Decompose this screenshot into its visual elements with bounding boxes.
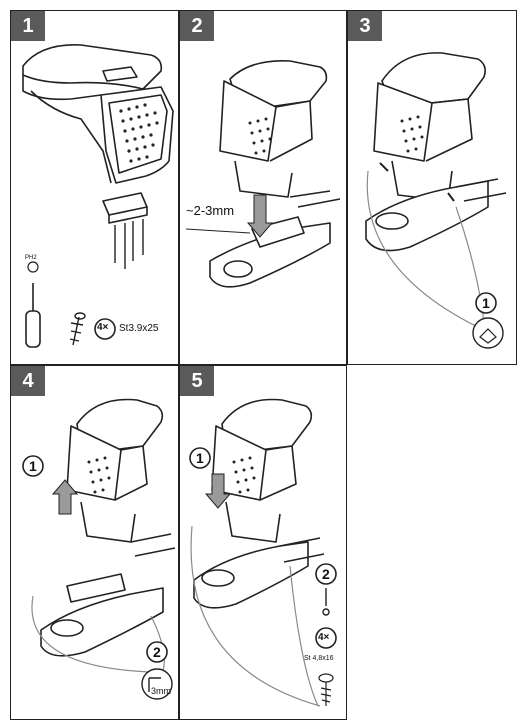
quantity-label: 4×: [318, 632, 330, 643]
step-2-panel: 2 ~2-3mm: [179, 10, 347, 365]
callout-2-label: 2: [322, 566, 330, 582]
screwdriver-tip-icon: [322, 588, 330, 616]
callout-1-circle: [475, 292, 497, 314]
callout-2-circle: [315, 563, 337, 585]
gap-label: 3mm: [151, 686, 171, 696]
clip-detail-circle: [472, 317, 504, 349]
callout-1-circle: [22, 455, 44, 477]
callout-1-label: 1: [196, 450, 204, 466]
step-2-badge: 2: [180, 11, 214, 41]
quantity-circle: [315, 627, 337, 649]
gap-pointer: [185, 228, 251, 234]
step-4-panel: 4 1 2 3mm: [10, 365, 179, 720]
armrest-exploded-illustration: [22, 44, 174, 348]
step-5-panel: 5: [179, 365, 347, 720]
callout-2-circle: [146, 641, 168, 663]
armrest-mount-illustration: [22, 398, 176, 700]
armrest-fix-illustration: [189, 398, 337, 707]
perforation-dots: [119, 103, 159, 163]
down-arrow-icon: [204, 473, 232, 509]
step-1-panel: 1: [10, 10, 179, 365]
armrest-install-illustration: [365, 52, 507, 349]
loose-screw-icon: [69, 312, 86, 346]
empty-cell: [347, 365, 517, 720]
callout-1-label: 1: [29, 458, 37, 474]
armrest-gap-illustration: [185, 60, 341, 288]
step-3-badge: 3: [348, 11, 382, 41]
quantity-label: 4×: [97, 322, 109, 333]
step-4-badge: 4: [11, 366, 45, 396]
callout-2-label: 2: [153, 644, 161, 660]
bracket-screws: [114, 219, 144, 269]
quantity-circle: [94, 318, 116, 340]
guide-lines: [190, 525, 321, 707]
screw-icon: [318, 673, 334, 706]
screw-head-label: PH2: [25, 255, 37, 261]
up-arrow-icon: [51, 479, 79, 515]
step-5-badge: 5: [180, 366, 214, 396]
gap-label: ~2-3mm: [186, 203, 235, 218]
step-1-badge: 1: [11, 11, 45, 41]
down-arrow-icon: [246, 194, 274, 238]
screwdriver-icon: [25, 261, 41, 348]
screw-spec-label: St 4,8x16: [304, 655, 334, 662]
screw-spec-label: St3.9x25: [119, 323, 159, 334]
step-3-panel: 3 1: [347, 10, 517, 365]
callout-1-circle: [189, 447, 211, 469]
callout-1-label: 1: [482, 295, 490, 311]
